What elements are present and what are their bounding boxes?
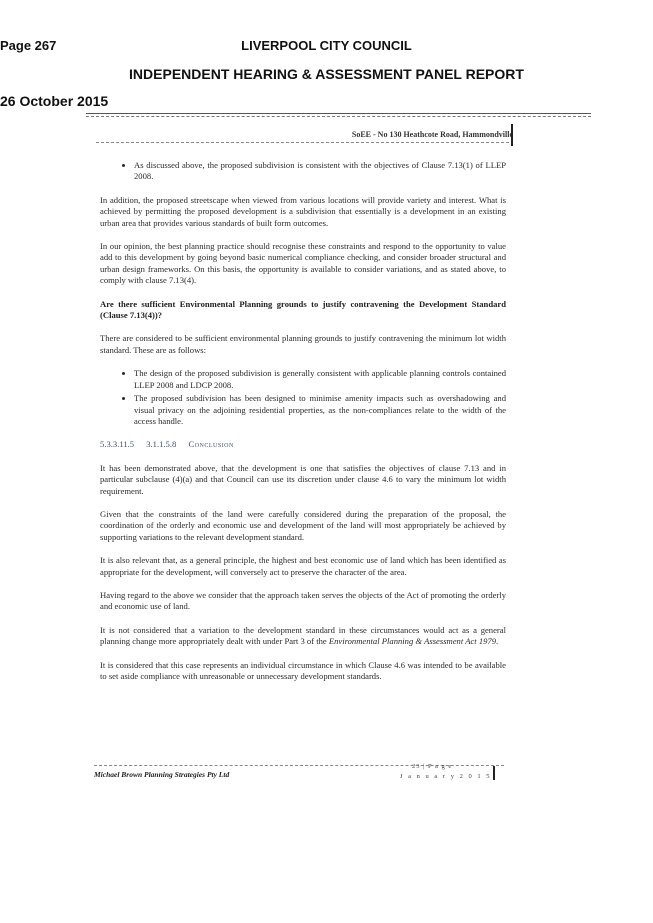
paragraph-text: It is not considered that a variation to… xyxy=(100,624,506,647)
footer-firm: Michael Brown Planning Strategies Pty Lt… xyxy=(94,770,230,779)
document-body: As discussed above, the proposed subdivi… xyxy=(100,160,506,694)
conclusion-heading: 5.3.3.11.5 3.1.1.5.8 Conclusion xyxy=(100,439,506,450)
act-name: Environmental Planning & Assessment Act … xyxy=(328,636,497,647)
report-date: 26 October 2015 xyxy=(0,93,109,109)
footer-month: J a n u a r y 2 0 1 5 xyxy=(400,773,492,780)
paragraph: It is considered that this case represen… xyxy=(100,659,506,681)
council-title: LIVERPOOL CITY COUNCIL xyxy=(241,38,412,53)
bullet-item: The proposed subdivision has been design… xyxy=(134,393,506,427)
bullet-list-1: As discussed above, the proposed subdivi… xyxy=(100,160,506,183)
section-number: 3.1.1.5.8 xyxy=(146,439,177,450)
paragraph: In addition, the proposed streetscape wh… xyxy=(100,194,506,228)
bullet-item: As discussed above, the proposed subdivi… xyxy=(134,160,506,183)
paragraph: It is not considered that a variation to… xyxy=(100,625,506,648)
header-rule-dashed xyxy=(86,116,591,117)
section-title: Conclusion xyxy=(188,439,234,450)
report-title: INDEPENDENT HEARING & ASSESSMENT PANEL R… xyxy=(129,66,524,82)
reference-rule xyxy=(96,142,509,143)
footer-bar xyxy=(493,766,495,780)
paragraph: In our opinion, the best planning practi… xyxy=(100,241,506,286)
paragraph: Having regard to the above we consider t… xyxy=(100,589,506,612)
bullet-list-2: The design of the proposed subdivision i… xyxy=(100,368,506,427)
paragraph: There are considered to be sufficient en… xyxy=(100,333,506,355)
document-reference: SoEE - No 130 Heathcote Road, Hammondvil… xyxy=(351,130,513,139)
reference-bar xyxy=(511,124,513,146)
paragraph: It has been demonstrated above, that the… xyxy=(100,462,506,496)
header-rule xyxy=(86,113,591,114)
footer-rule xyxy=(94,765,504,766)
paragraph: Given that the constraints of the land w… xyxy=(100,508,506,542)
paragraph-text: . xyxy=(496,636,499,647)
bullet-item: The design of the proposed subdivision i… xyxy=(134,368,506,391)
section-number: 5.3.3.11.5 xyxy=(100,439,135,450)
section-question-heading: Are there sufficient Environmental Plann… xyxy=(100,298,506,321)
page-number: Page 267 xyxy=(0,38,57,53)
footer-page-count: 23 | P a g e xyxy=(412,763,453,770)
paragraph: It is also relevant that, as a general p… xyxy=(100,555,506,577)
